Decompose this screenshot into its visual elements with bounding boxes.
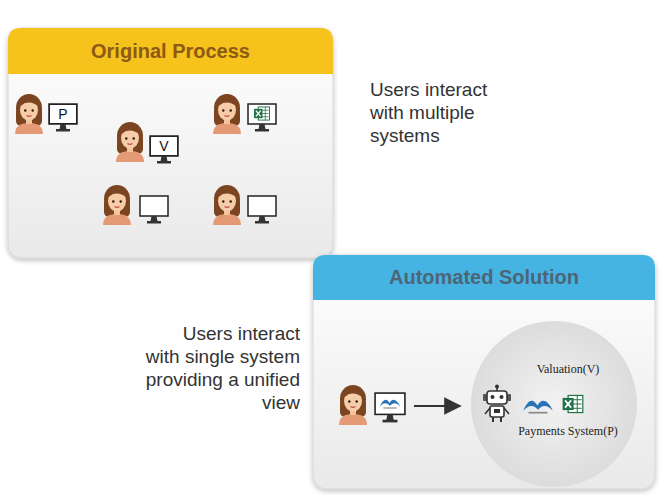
description-note: Users interact with multiple systems [370, 78, 520, 147]
panel-heading: Automated Solution [313, 255, 655, 300]
user-icon [116, 122, 144, 162]
robot-icon [483, 385, 511, 423]
system-letter: P [58, 106, 67, 122]
hub-outline [471, 321, 637, 487]
system-name: Payments System(P) [516, 424, 620, 438]
system-letter: V [159, 138, 168, 154]
user-icon [213, 94, 241, 134]
process-panel: Automated SolutionValuation(V) Payments S… [313, 255, 655, 490]
process-panel-shape [313, 255, 655, 489]
process-panel: Original ProcessP V [8, 28, 333, 258]
panel-heading: Original Process [8, 28, 333, 74]
system-monitor: P [49, 104, 77, 124]
monitor-icon [49, 104, 77, 132]
user-icon [15, 94, 43, 134]
header-band [8, 28, 333, 74]
excel-icon [254, 107, 269, 120]
user-icon [103, 185, 131, 225]
automation-hub: Valuation(V) Payments System(P) [470, 320, 638, 488]
excel-icon [563, 395, 583, 412]
hub-circle [470, 320, 638, 488]
description-note: Users interact with single system provid… [144, 322, 300, 414]
monitor-icon [375, 393, 405, 422]
system-name: Valuation(V) [512, 362, 624, 376]
user-icon [213, 185, 241, 225]
flow-arrow [414, 405, 460, 407]
monitor-icon [248, 104, 276, 132]
user-icon [339, 385, 367, 425]
monitor-icon [140, 196, 168, 224]
pega-logo [523, 401, 553, 414]
pega-logo [380, 400, 401, 409]
monitor-icon [150, 136, 178, 164]
monitor-icon [248, 196, 276, 224]
process-panel-shape [8, 28, 333, 258]
system-monitor: V [150, 136, 178, 156]
header-band [313, 255, 655, 300]
